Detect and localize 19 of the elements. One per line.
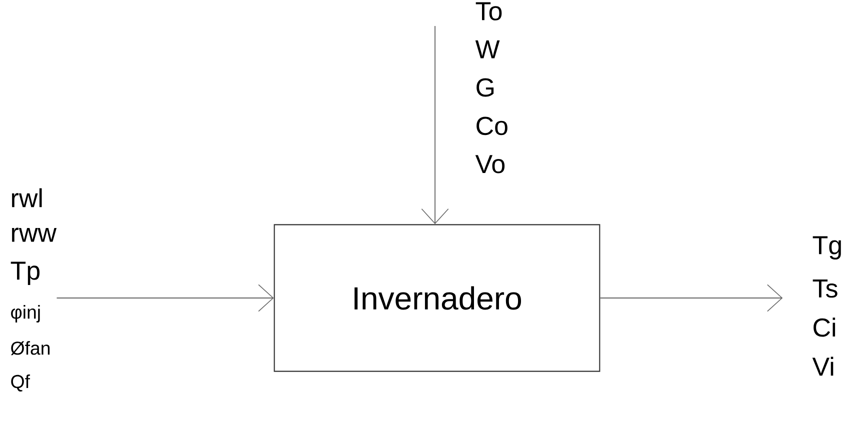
variable-label: Ts [812, 280, 838, 298]
arrow [600, 284, 783, 312]
variable-label: Ci [814, 318, 836, 337]
variable-label: Øfan [10, 341, 50, 356]
variable-label: Vo [475, 155, 505, 174]
arrow [421, 26, 449, 224]
variable-label: Tg [812, 236, 841, 260]
variable-label: Co [476, 116, 508, 136]
variable-label: rww [12, 228, 57, 242]
variable-label: Vi [812, 356, 834, 376]
variable-label: φinj [11, 305, 40, 322]
system-box: Invernadero [274, 224, 600, 372]
variable-label: W [475, 40, 500, 58]
variable-label: Tp [10, 262, 40, 286]
variable-label: rwl [12, 188, 42, 208]
arrow [56, 284, 274, 312]
variable-label: Qf [11, 374, 30, 392]
variable-label: G [476, 78, 494, 97]
variable-label: To [476, 2, 502, 20]
